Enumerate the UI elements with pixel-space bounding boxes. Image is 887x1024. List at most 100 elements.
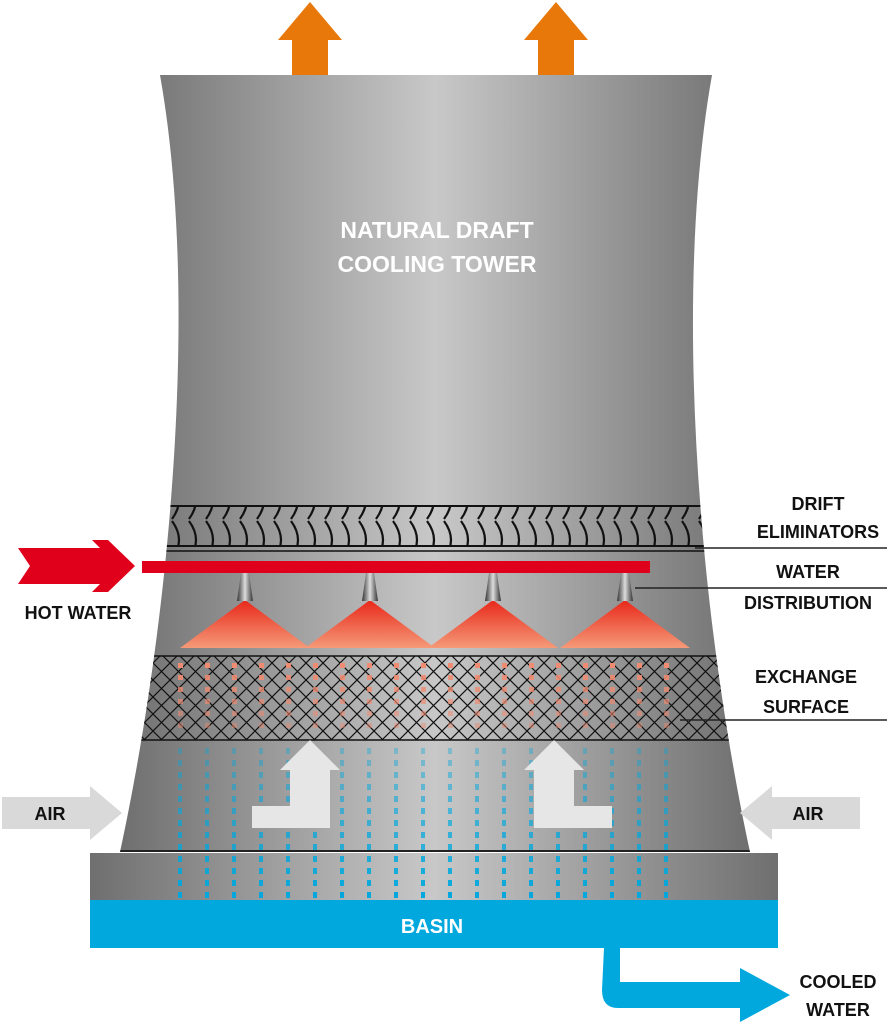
water-distribution-label: WATER [776, 562, 840, 582]
hot-water-drop [340, 687, 345, 692]
hot-water-drop [637, 711, 642, 716]
hot-water-drop [664, 699, 669, 704]
hot-water-drop [367, 687, 372, 692]
air-in-left-arrow-icon [2, 786, 122, 840]
cooled-water-drop [232, 796, 236, 802]
cooled-water-drop [232, 808, 236, 814]
cooled-water-drop [448, 880, 452, 886]
cooled-water-drop [475, 784, 479, 790]
air-left-label: AIR [35, 804, 66, 824]
cooled-water-drop [340, 868, 344, 874]
cooled-water-drop [286, 856, 290, 862]
exchange-surface [120, 655, 750, 741]
hot-water-drop [583, 663, 588, 668]
hot-water-drop [664, 687, 669, 692]
hot-water-drop [610, 711, 615, 716]
cooled-water-drop [448, 892, 452, 898]
hot-water-drop [205, 711, 210, 716]
hot-water-drop [475, 711, 480, 716]
cooled-water-drop [259, 832, 263, 838]
cooled-water-drop [502, 844, 506, 850]
cooled-water-drop [448, 760, 452, 766]
cooled-water-drop [286, 892, 290, 898]
hot-water-drop [421, 675, 426, 680]
cooled-water-drop [259, 856, 263, 862]
hot-water-drop [556, 675, 561, 680]
hot-water-drop [232, 711, 237, 716]
cooled-water-drop [178, 784, 182, 790]
cooled-water-drop [340, 820, 344, 826]
drift-eliminators-label: DRIFT [792, 494, 845, 514]
cooled-water-drop [232, 832, 236, 838]
cooled-water-drop [205, 808, 209, 814]
hot-water-drop [313, 699, 318, 704]
exchange-surface-label-2: SURFACE [763, 697, 849, 717]
cooled-water-drop [637, 820, 641, 826]
cooled-water-drop [637, 868, 641, 874]
hot-water-drop [502, 675, 507, 680]
cooled-water-drop [178, 796, 182, 802]
hot-water-drop [178, 711, 183, 716]
cooled-water-drop [502, 832, 506, 838]
cooled-water-drop [205, 760, 209, 766]
cooled-water-drop [583, 892, 587, 898]
water-spray-cone [428, 600, 558, 648]
cooled-water-drop [502, 796, 506, 802]
hot-water-drop [178, 699, 183, 704]
cooled-water-drop [448, 784, 452, 790]
cooled-water-drop [448, 748, 452, 754]
hot-water-drop [394, 687, 399, 692]
cooled-water-drop [367, 784, 371, 790]
cooled-water-label: COOLED [799, 972, 876, 992]
cooled-water-drop [394, 892, 398, 898]
hot-water-drop [286, 723, 291, 728]
hot-water-drop [610, 675, 615, 680]
cooled-water-drop [421, 808, 425, 814]
hot-water-drop [232, 699, 237, 704]
cooled-water-drop [583, 772, 587, 778]
cooled-water-drop [637, 772, 641, 778]
cooled-water-drop [556, 892, 560, 898]
cooled-water-drop [448, 844, 452, 850]
hot-water-drop [178, 663, 183, 668]
cooled-water-drop [340, 844, 344, 850]
cooled-water-drop [313, 880, 317, 886]
hot-water-drop [394, 723, 399, 728]
cooled-water-drop [259, 796, 263, 802]
cooled-water-drop [664, 892, 668, 898]
cooled-water-drop [529, 844, 533, 850]
cooled-water-drop [637, 784, 641, 790]
cooled-water-drop [394, 880, 398, 886]
cooled-water-drop [340, 760, 344, 766]
cooled-water-drop [394, 868, 398, 874]
cooled-water-drop [421, 868, 425, 874]
hot-water-drop [502, 711, 507, 716]
cooled-water-drop [232, 844, 236, 850]
cooled-water-drop [448, 868, 452, 874]
cooled-water-drop [664, 868, 668, 874]
tower-base [90, 853, 778, 901]
cooled-water-drop [502, 760, 506, 766]
cooled-water-drop [394, 796, 398, 802]
cooled-water-drop [664, 808, 668, 814]
hot-water-drop [637, 687, 642, 692]
cooled-water-drop [583, 868, 587, 874]
cooled-water-drop [475, 856, 479, 862]
hot-water-drop [367, 675, 372, 680]
spray-nozzle-icon [362, 573, 378, 601]
cooled-water-drop [205, 796, 209, 802]
cooled-water-drop [232, 868, 236, 874]
hot-water-drop [556, 723, 561, 728]
cooled-water-drop [583, 844, 587, 850]
cooled-water-drop [340, 748, 344, 754]
cooled-water-drop [232, 856, 236, 862]
hot-water-drop [286, 687, 291, 692]
cooled-water-drop [367, 772, 371, 778]
cooled-water-drop [610, 892, 614, 898]
hot-water-drop [367, 699, 372, 704]
hot-water-drop [583, 711, 588, 716]
hot-water-drop [313, 711, 318, 716]
hot-water-drop [637, 723, 642, 728]
cooled-water-drop [394, 748, 398, 754]
